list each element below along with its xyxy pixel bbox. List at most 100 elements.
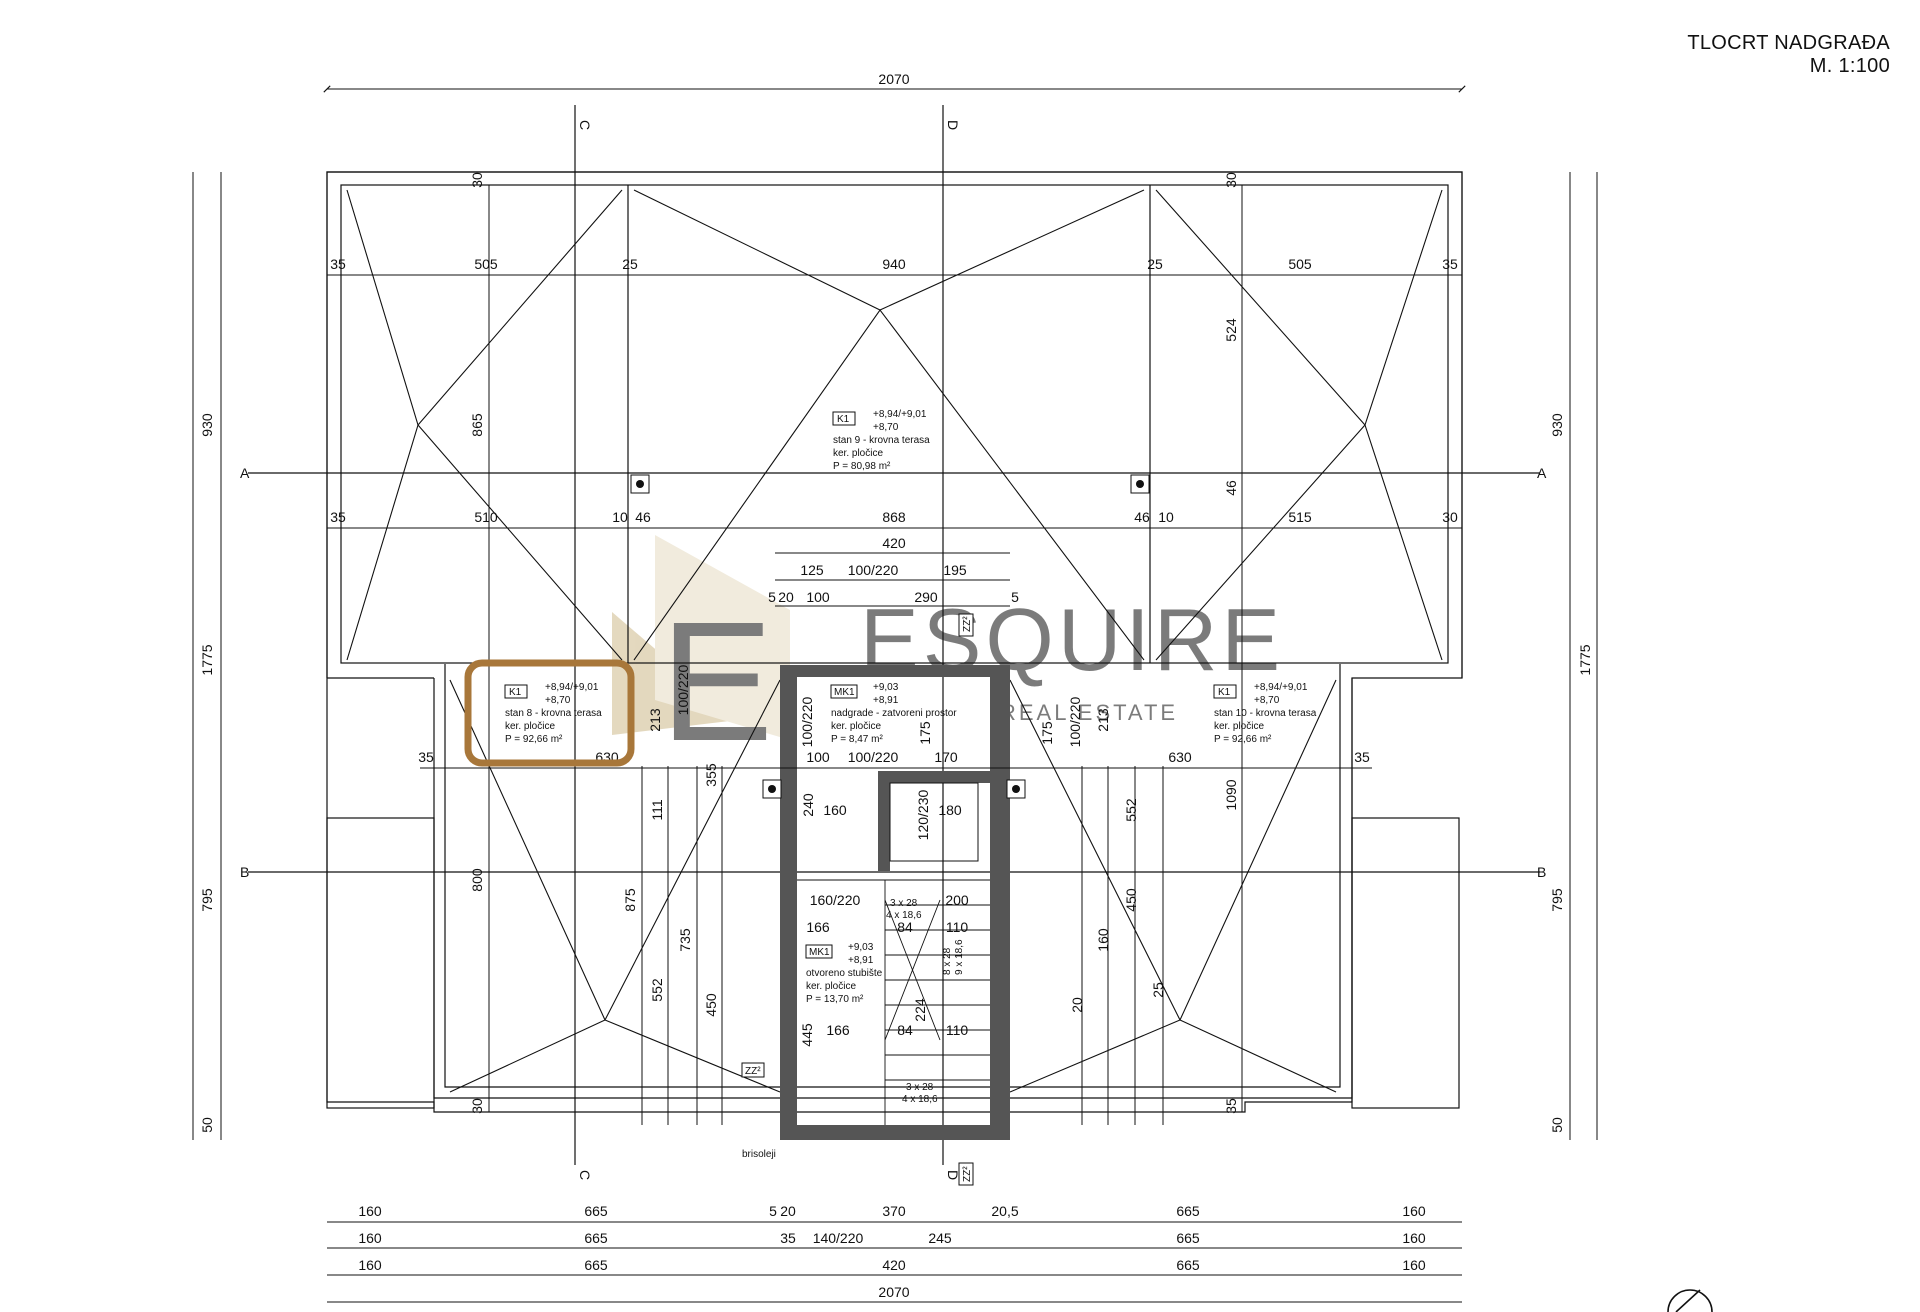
dim-c-25: 240 [800,793,816,817]
dim-c-10: 170 [934,749,958,765]
ridge-right-2 [1364,189,1443,661]
dim-il-4: 35 [418,749,434,765]
dim-ir-0: 30 [1223,172,1239,188]
highlight-frame [464,659,635,767]
dim-b0-3: 20 [780,1203,796,1219]
dim-r2-8: 30 [1442,509,1458,525]
room-stan10-levels: +8,94/+9,01 [1254,682,1308,693]
dim-c-1: 100/220 [675,664,691,715]
dim-bottom-total-text: 2070 [878,1284,909,1300]
roof-inner-outline [340,184,1449,664]
dim-c-24: 450 [703,993,719,1017]
dim-b1-0: 160 [358,1230,382,1246]
dim-r1-6: 35 [1442,256,1458,272]
dim-st-1: 125 [800,562,824,578]
room-stan10-finish: ker. pločice [1214,721,1264,732]
dim-c-63: 160 [1095,928,1111,952]
component-tags: ZZ² ZZ² ZZ² brisoleji [741,613,974,1186]
dim-il-3: 30 [469,1098,485,1114]
section-c-bottom: C [577,1170,593,1180]
dim-b1-6: 160 [1402,1230,1426,1246]
room-stan10-name: stan 10 - krovna terasa [1214,708,1317,719]
room-stubiste-name: otvoreno stubište [806,968,883,979]
dim-c-64: 20 [1069,997,1085,1013]
drain-3-icon [768,785,776,793]
room-stan10-tag-box [1213,684,1237,699]
dim-c-35: 160/220 [810,892,861,908]
left-annex [326,817,435,1109]
dim-ir-5: 35 [1354,749,1370,765]
dim-top-total-text: 2070 [878,71,909,87]
dim-c-5: 100/220 [799,696,815,747]
room-stubiste-area: P = 13,70 m² [806,994,864,1005]
stair-step-notes: 3 x 28 4 x 18,6 3 x 28 4 x 18,6 8 x 28 9… [886,898,965,1105]
zz-tag-2-box [741,1062,765,1078]
dim-st-0: 420 [882,535,906,551]
stair-note-1: 3 x 28 [890,898,918,909]
ridge-left-1 [346,189,419,661]
dim-sl-2: 795 [199,888,215,912]
core-wall-top [797,665,990,677]
section-markers: A A B B C C D D [240,120,1547,1180]
dim-sr-1: 930 [1549,413,1565,437]
dim-r2-2: 10 [612,509,628,525]
dim-r1-2: 25 [622,256,638,272]
dim-il-0: 30 [469,172,485,188]
room-stubiste-tag-box [805,944,833,959]
section-b-right: B [1537,864,1546,880]
dim-c-16: 213 [1095,708,1111,732]
right-annex [1351,817,1460,1109]
room-stan8-finish: ker. pločice [505,721,555,732]
stair-note-5: 8 x 28 [942,947,953,975]
dim-c-23: 552 [649,978,665,1002]
dim-r2-4: 868 [882,509,906,525]
room-nadgrade-tag: MK1 [834,687,855,698]
dim-c-41: 445 [799,1023,815,1047]
dim-c-19: 355 [703,763,719,787]
ridge-left-2 [417,189,623,661]
dim-c-15: 100/220 [1067,696,1083,747]
room-stan9-area: P = 80,98 m² [833,461,891,472]
dim-r1-4: 25 [1147,256,1163,272]
room-nadgrade-area: P = 8,47 m² [831,734,883,745]
ridge-lower-right-2 [1009,679,1181,1093]
drain-4-icon [1012,785,1020,793]
drain-2-icon [1136,480,1144,488]
dim-b2-0: 160 [358,1257,382,1273]
dim-c-9: 100/220 [848,749,899,765]
dim-c-17: 175 [1039,721,1055,745]
room-stan10: K1 +8,94/+9,01 +8,70 stan 10 - krovna te… [1213,682,1317,745]
dim-b0-0: 160 [358,1203,382,1219]
dim-r2-0: 35 [330,509,346,525]
dim-ir-6: 630 [1168,749,1192,765]
drain-1-icon [636,480,644,488]
room-nadgrade-name: nadgrade - zatvoreni prostor [831,708,957,719]
room-stubiste-tag: MK1 [809,947,830,958]
stair-treads [884,880,990,1125]
elevator-wall-left [878,771,890,871]
drawing-scale: M. 1:100 [1809,55,1890,77]
room-stan9-level2: +8,70 [873,422,899,433]
dim-c-22: 735 [677,928,693,952]
room-stubiste-finish: ker. pločice [806,981,856,992]
dim-b1-3: 140/220 [813,1230,864,1246]
dim-r2-5: 46 [1134,509,1150,525]
elevator-wall-top [878,771,990,783]
dim-b1-2: 35 [780,1230,796,1246]
roof-lower-inner [444,664,1341,1088]
dim-r1-0: 35 [330,256,346,272]
stair-core [780,665,1010,1140]
north-arrow-icon [1667,1289,1713,1312]
dim-il-1: 865 [469,413,485,437]
dim-sl-1: 930 [199,413,215,437]
ridge-mid-top [633,189,1145,311]
core-wall-bottom [780,1125,1010,1140]
section-d-bottom: D [945,1170,961,1180]
dim-ir-1: 524 [1223,318,1239,342]
dimension-lines [192,85,1598,1303]
dim-sr-3: 50 [1549,1117,1565,1133]
room-stan9: K1 +8,94/+9,01 +8,70 stan 9 - krovna ter… [832,409,930,472]
dim-sl-0: 1775 [199,644,215,675]
dim-r2-3: 46 [635,509,651,525]
